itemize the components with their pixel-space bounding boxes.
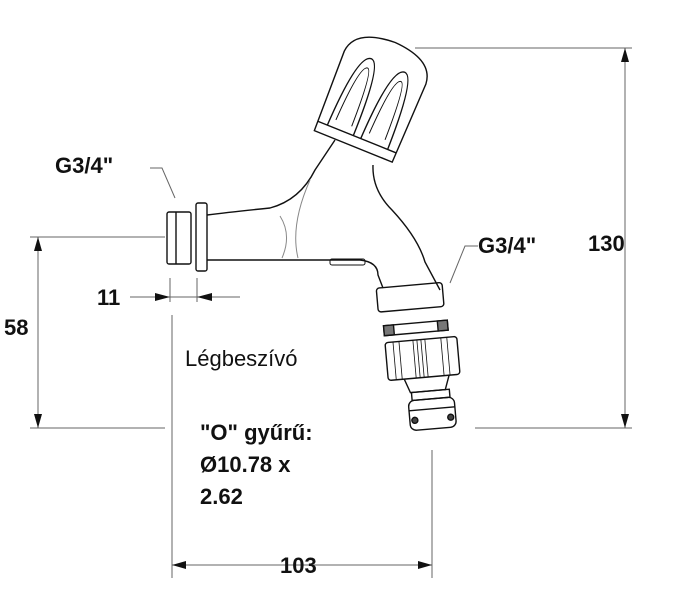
height-inlet-dimension: 58 (4, 315, 29, 340)
thread-length-dimension: 11 (97, 285, 121, 310)
outlet-coupling (375, 282, 461, 431)
width-total-dimension: 103 (280, 553, 317, 578)
faucet-body (166, 139, 441, 291)
oring-size-line2: 2.62 (200, 484, 243, 509)
height-total-dimension: 130 (588, 231, 625, 256)
air-intake-label: Légbeszívó (185, 346, 298, 371)
dimension-lines (30, 47, 632, 578)
knob (313, 36, 428, 163)
oring-title: "O" gyűrű: (200, 420, 313, 445)
inlet-thread-label: G3/4" (55, 153, 114, 178)
outlet-thread-label: G3/4" (478, 233, 537, 258)
oring-size-line1: Ø10.78 x (200, 452, 291, 477)
dimension-arrows (34, 48, 629, 569)
